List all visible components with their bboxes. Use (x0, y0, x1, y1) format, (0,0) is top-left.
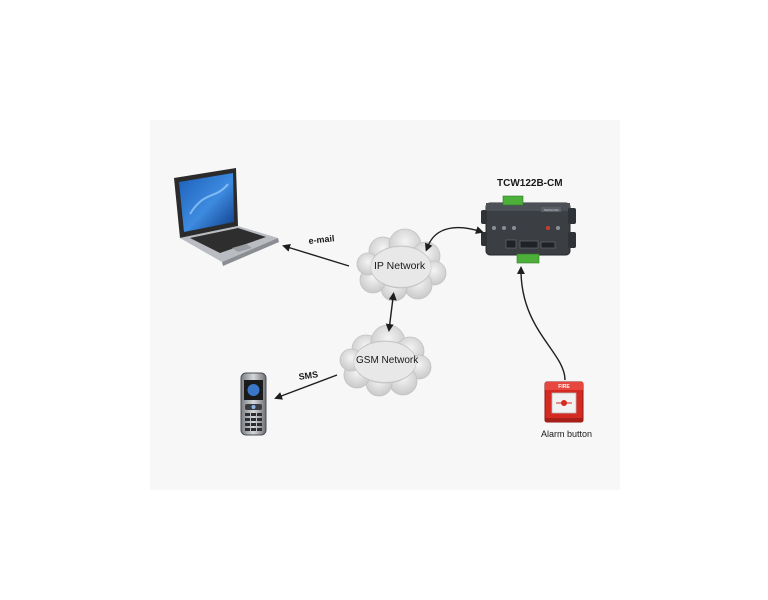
sms-arrow (274, 374, 338, 400)
alarm-device-arrow (516, 266, 566, 381)
laptop-icon (174, 168, 279, 266)
email-arrow (282, 243, 350, 267)
gsm-network-cloud (339, 324, 432, 397)
gsm-network-label: GSM Network (356, 355, 419, 366)
device-brand-text: TERACOM (544, 208, 560, 212)
device-label: TCW122B-CM (497, 178, 563, 189)
alarm-button-label: Alarm button (541, 429, 593, 439)
ip-gsm-arrow (385, 292, 397, 332)
ip-network-cloud (356, 228, 447, 302)
alarm-fire-text: FIRE (558, 384, 570, 390)
ip-network-label: IP Network (374, 260, 426, 272)
alarm-button-icon (544, 381, 584, 423)
mobile-phone-icon (240, 372, 267, 436)
tcw122b-device (481, 195, 576, 264)
ip-device-arrow (425, 226, 484, 252)
